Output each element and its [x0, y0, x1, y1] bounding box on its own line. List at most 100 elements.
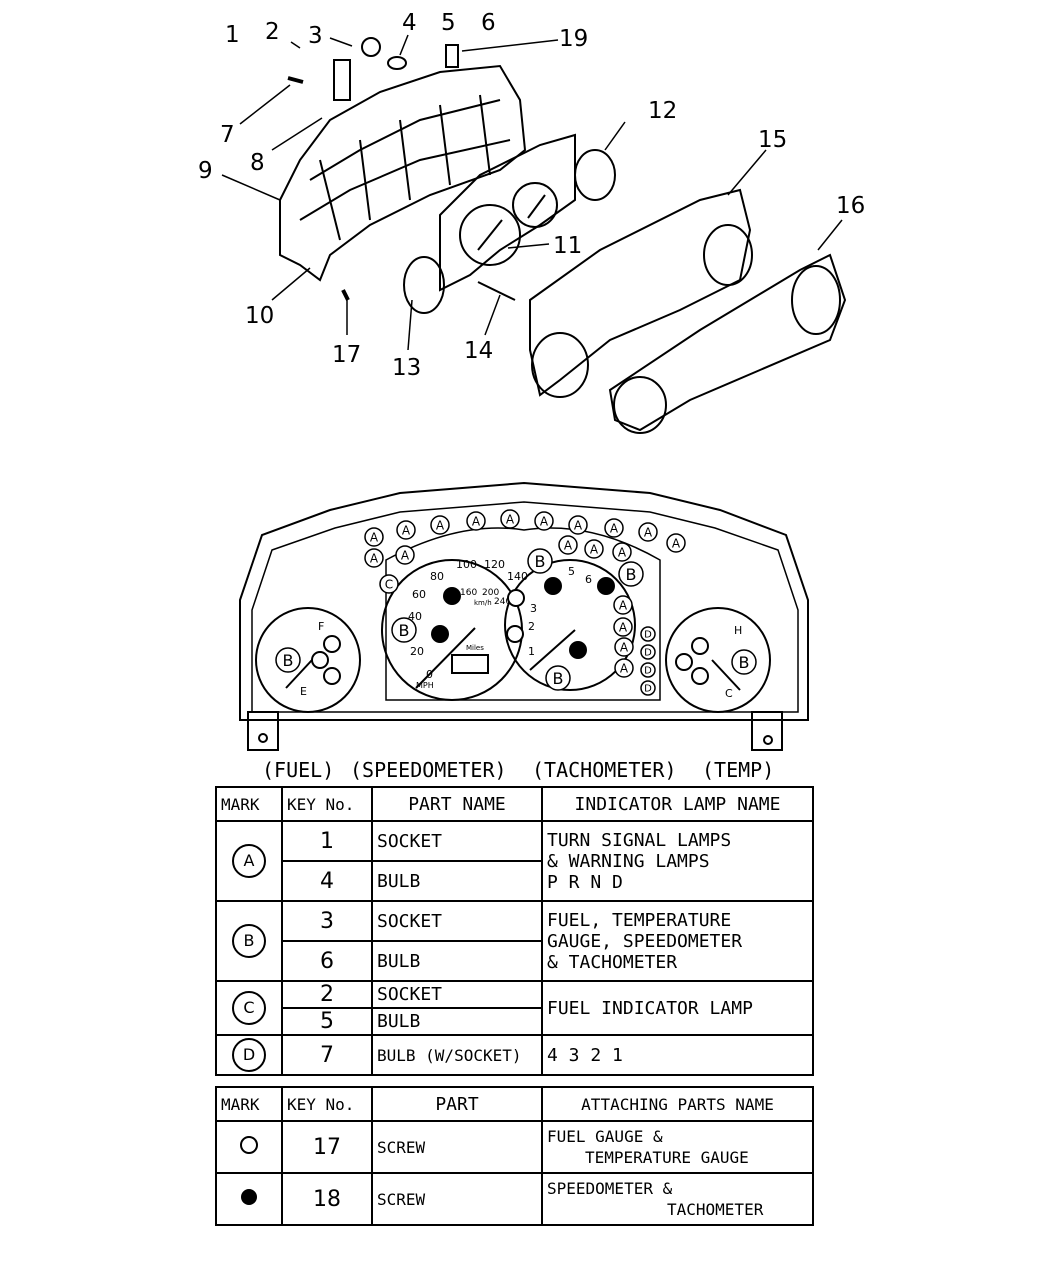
header-part-name: PART NAME [371, 786, 543, 822]
lamp-marker-b-label: B [626, 565, 637, 584]
callout-1: 1 [225, 22, 240, 48]
part-name-cell: BULB [371, 860, 543, 902]
table-row: C 2 SOCKET FUEL INDICATOR LAMP [215, 980, 814, 1036]
solid-circle-icon [241, 1188, 257, 1205]
speedo-tick-100: 100 [456, 558, 477, 571]
exploded-view: 1 2 3 4 5 6 19 7 8 9 12 15 16 11 10 17 1… [198, 10, 865, 751]
lamp-marker-a [604, 518, 624, 538]
screw-18-marker [431, 625, 449, 643]
callout-8: 8 [250, 150, 265, 176]
attaching-parts-table: MARK KEY No. PART ATTACHING PARTS NAME 1… [215, 1086, 814, 1226]
callout-4: 4 [402, 10, 417, 36]
attaching-name-cell: FUEL GAUGE & TEMPERATURE GAUGE [541, 1120, 814, 1174]
callout-6: 6 [481, 10, 496, 36]
lamp-marker-c [379, 574, 399, 594]
screw-17-marker [507, 589, 525, 607]
speedo-kmh-200: 200 [482, 588, 499, 598]
indicator-cell: FUEL, TEMPERATURE GAUGE, SPEEDOMETER & T… [541, 900, 814, 982]
callout-11: 11 [553, 233, 582, 259]
callout-12: 12 [648, 98, 677, 124]
lamp-marker-a [638, 522, 658, 542]
lamp-marker-a-label: A [370, 551, 379, 565]
open-circle-icon [240, 1135, 258, 1154]
attaching-name-line: SPEEDOMETER & [547, 1179, 673, 1198]
lamp-marker-a [584, 539, 604, 559]
screw-18-marker [443, 587, 461, 605]
key-no-cell: 2 [281, 980, 373, 1009]
cluster-front-view [239, 481, 809, 751]
lamp-marker-a [613, 595, 633, 615]
part-cell: SCREW [371, 1172, 543, 1226]
screw-17-marker [691, 667, 709, 685]
key-no-cell: 5 [281, 1007, 373, 1036]
temp-mark-h: H [734, 624, 742, 637]
lamp-marker-b [391, 617, 417, 643]
lamp-marker-a [500, 509, 520, 529]
part-name-cell: SOCKET [371, 900, 543, 942]
attaching-name-line: TEMPERATURE GAUGE [585, 1148, 749, 1167]
table-row: 6 BULB [216, 940, 813, 982]
lamp-marker-a [614, 637, 634, 657]
lamp-marker-a [568, 515, 588, 535]
gauge-caption-row: (FUEL) (SPEEDOMETER) (TACHOMETER) (TEMP) [262, 758, 782, 786]
lamp-marker-a-label: A [506, 512, 515, 526]
indicator-line: & WARNING LAMPS [547, 850, 710, 872]
lamp-marker-b [527, 548, 553, 574]
lamp-marker-b-label: B [535, 552, 546, 571]
mark-b-circle: B [232, 924, 266, 958]
part-name-cell: BULB [371, 1007, 543, 1036]
part-name-cell: SOCKET [371, 820, 543, 862]
mark-d-circle: D [232, 1038, 266, 1072]
speedo-kmh-unit: km/h [474, 599, 492, 607]
gauge-label-temp: (TEMP) [702, 758, 775, 782]
attaching-name-cell: SPEEDOMETER & TACHOMETER [541, 1172, 814, 1226]
speedo-tick-140: 140 [507, 570, 528, 583]
callout-17: 17 [332, 342, 361, 368]
callout-2: 2 [265, 19, 280, 45]
lamp-marker-a-label: A [370, 530, 379, 544]
tacho-tick-6: 6 [585, 573, 592, 586]
attach-table-header: MARK KEY No. PART ATTACHING PARTS NAME [215, 1086, 814, 1122]
lamp-marker-d [640, 680, 656, 696]
key-no-cell: 6 [281, 940, 373, 982]
indicator-line: 4 3 2 1 [547, 1044, 623, 1066]
lamp-marker-a [613, 617, 633, 637]
lamp-marker-b [275, 647, 301, 673]
tachometer [504, 559, 636, 691]
callout-16: 16 [836, 193, 865, 219]
tacho-tick-2: 2 [528, 620, 535, 633]
lamp-marker-b-label: B [283, 651, 294, 670]
lamp-marker-a-label: A [619, 620, 628, 634]
lamp-marker-a [396, 520, 416, 540]
indicator-line: & TACHOMETER [547, 951, 678, 973]
header-key-no: KEY No. [281, 1086, 373, 1122]
lamp-marker-a [364, 527, 384, 547]
table-row: B 3 SOCKET FUEL, TEMPERATURE GAUGE, SPEE… [215, 900, 814, 982]
indicator-line: FUEL, TEMPERATURE [547, 909, 732, 931]
gauge-label-tachometer: (TACHOMETER) [532, 758, 677, 782]
tacho-tick-5: 5 [568, 565, 575, 578]
lamp-marker-c-label: C [385, 577, 393, 591]
speedo-tick-120: 120 [484, 558, 505, 571]
mark-c-circle: C [232, 991, 266, 1025]
indicator-line: GAUGE, SPEEDOMETER [547, 930, 743, 952]
lamp-marker-a-label: A [620, 640, 629, 654]
lamp-marker-a [364, 548, 384, 568]
key-no-cell: 3 [281, 900, 373, 942]
screw-17-marker [691, 637, 709, 655]
table-row: 17 SCREW FUEL GAUGE & TEMPERATURE GAUGE [215, 1120, 814, 1174]
header-indicator-lamp-name: INDICATOR LAMP NAME [541, 786, 814, 822]
lamp-marker-d [640, 644, 656, 660]
lamp-marker-d-label: D [644, 666, 652, 677]
speedo-tick-60: 60 [412, 588, 426, 601]
screw-17-marker [675, 653, 693, 671]
lamp-marker-a-label: A [590, 542, 599, 556]
screw-17-marker [323, 667, 341, 685]
speedo-mph-unit: MPH [416, 681, 434, 690]
lamp-marker-a-label: A [610, 521, 619, 535]
lamp-marker-b [731, 649, 757, 675]
mark-a-circle: A [232, 844, 266, 878]
lamp-marker-a-label: A [574, 518, 583, 532]
callout-10: 10 [245, 303, 274, 329]
